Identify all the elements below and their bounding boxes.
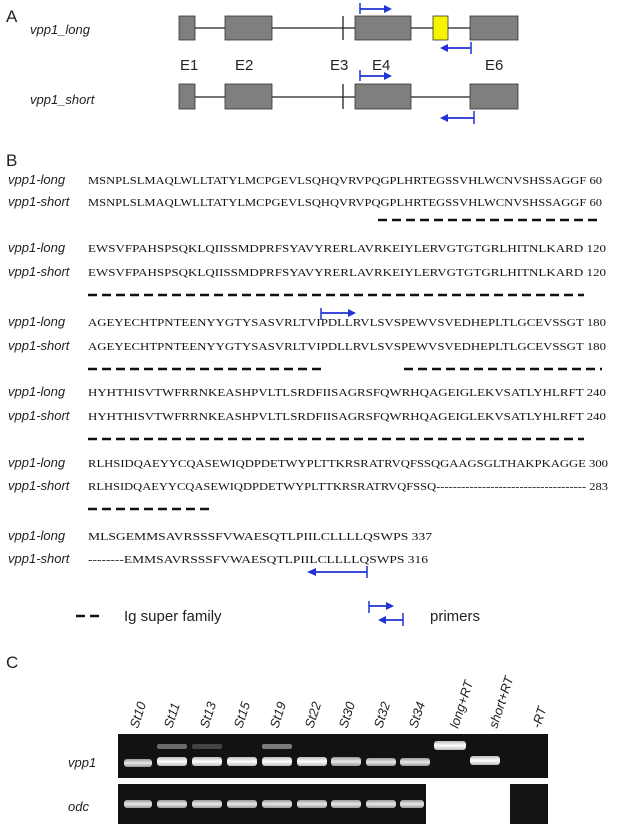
gene-name-short: vpp1_short — [30, 92, 96, 107]
exon-e6 — [469, 15, 519, 41]
exon-e4 — [354, 83, 412, 110]
band — [331, 800, 361, 808]
seq-line: HYHTHISVTWFRRNKEASHPVLTLSRDFIISAGRSFQWRH… — [88, 388, 606, 399]
legend-primers-label: primers — [430, 608, 480, 625]
lane-label: short+RT — [486, 673, 517, 730]
band — [470, 756, 500, 765]
band — [157, 800, 187, 808]
seq-name: vpp1-short — [8, 408, 71, 423]
exon-label: E4 — [372, 57, 390, 74]
forward-primer-icon — [320, 308, 356, 320]
forward-primer-icon — [359, 3, 392, 14]
seq-name: vpp1-short — [8, 551, 71, 566]
seq-line: EWSVFPAHSPSQKLQIISSMDPRFSYAVYRERLAVRKEIY… — [88, 268, 606, 279]
lane-label: St11 — [161, 701, 183, 730]
band — [366, 758, 396, 766]
lane-label: -RT — [529, 704, 550, 730]
seq-line: HYHTHISVTWFRRNKEASHPVLTLSRDFIISAGRSFQWRH… — [88, 412, 606, 423]
exon-e1 — [178, 15, 196, 41]
gene-model-long: vpp1_long — [30, 3, 519, 54]
legend-ig-label: Ig super family — [124, 608, 222, 625]
seq-name: vpp1-long — [8, 172, 66, 187]
exon-label: E1 — [180, 57, 198, 74]
band — [227, 757, 257, 766]
band — [124, 759, 152, 767]
seq-name: vpp1-long — [8, 384, 66, 399]
band-faint — [192, 744, 222, 749]
seq-name: vpp1-short — [8, 194, 71, 209]
seq-name: vpp1-long — [8, 455, 66, 470]
lane-label: St19 — [267, 700, 290, 730]
exon-label: E6 — [485, 57, 503, 74]
lane-label: St34 — [406, 700, 429, 730]
band — [400, 758, 430, 766]
seq-name: vpp1-short — [8, 338, 71, 353]
alignment: vpp1-long MSNPLSLMAQLWLLTATYLMCPGEVLSQHQ… — [8, 172, 608, 578]
seq-line: EWSVFPAHSPSQKLQIISSMDPRFSYAVYRERLAVRKEIY… — [88, 244, 606, 255]
lane-label: St30 — [336, 699, 359, 730]
band-faint — [157, 744, 187, 749]
primer-legend-icon — [368, 601, 404, 626]
seq-line: MLSGEMMSAVRSSSFVWAESQTLPIILCLLLLQSWPS 33… — [88, 532, 432, 543]
reverse-primer-icon — [440, 42, 472, 54]
seq-name: vpp1-long — [8, 314, 66, 329]
band — [192, 800, 222, 808]
band — [297, 800, 327, 808]
gel-vpp1 — [118, 734, 548, 778]
panel-a-label: A — [6, 7, 18, 26]
exon-label: E2 — [235, 57, 253, 74]
seq-line: RLHSIDQAEYYCQASEWIQDPDETWYPLTTKRSRATRVQF… — [88, 459, 608, 470]
seq-line: RLHSIDQAEYYCQASEWIQDPDETWYPLTTKRSRATRVQF… — [88, 482, 608, 493]
band — [262, 800, 292, 808]
lane-label: St13 — [197, 699, 220, 730]
exon-e5-alt — [432, 15, 449, 41]
seq-name: vpp1-short — [8, 478, 71, 493]
exon-label: E3 — [330, 57, 348, 74]
gene-model-short: vpp1_short — [30, 70, 519, 124]
band — [192, 757, 222, 766]
exon-e6 — [469, 83, 519, 110]
exon-e1 — [178, 83, 196, 110]
gel-row-label-odc: odc — [68, 799, 89, 814]
gene-name-long: vpp1_long — [30, 22, 91, 37]
seq-line: AGEYECHTPNTEENYYGTYSASVRLTVIPDLLRVLSVSPE… — [88, 318, 606, 329]
band — [227, 800, 257, 808]
lane-labels: St10 St11 St13 St15 St19 St22 St30 St32 … — [127, 673, 550, 730]
lane-label: St10 — [127, 699, 150, 730]
seq-line: MSNPLSLMAQLWLLTATYLMCPGEVLSQHQVRVPQGPLHR… — [88, 198, 602, 209]
band — [331, 757, 361, 766]
band — [124, 800, 152, 808]
legend: Ig super family primers — [76, 601, 480, 626]
panel-c-label: C — [6, 653, 18, 672]
gel-odc — [118, 784, 548, 824]
band — [366, 800, 396, 808]
exon-labels: E1 E2 E3 E4 E6 — [180, 57, 503, 74]
lane-label: long+RT — [447, 677, 477, 729]
seq-name: vpp1-short — [8, 264, 71, 279]
gel-background — [510, 784, 548, 824]
seq-line: MSNPLSLMAQLWLLTATYLMCPGEVLSQHQVRVPQGPLHR… — [88, 176, 602, 187]
lane-label: St32 — [371, 699, 394, 730]
band — [434, 741, 466, 750]
seq-name: vpp1-long — [8, 240, 66, 255]
band — [157, 757, 187, 766]
reverse-primer-icon — [440, 111, 475, 124]
seq-line: --------EMMSAVRSSSFVWAESQTLPIILCLLLLQSWP… — [88, 555, 428, 566]
lane-label: St22 — [302, 699, 325, 730]
band — [262, 757, 292, 766]
gel-row-label-vpp1: vpp1 — [68, 755, 96, 770]
band-faint — [262, 744, 292, 749]
exon-e2 — [224, 83, 273, 110]
seq-name: vpp1-long — [8, 528, 66, 543]
panel-b-label: B — [6, 151, 17, 170]
reverse-primer-icon — [307, 566, 368, 578]
band — [297, 757, 327, 766]
seq-line: AGEYECHTPNTEENYYGTYSASVRLTVIPDLLRVLSVSPE… — [88, 342, 606, 353]
forward-primer-icon — [359, 70, 392, 81]
lane-label: St15 — [231, 699, 254, 730]
exon-e2 — [224, 15, 273, 41]
exon-e4 — [354, 15, 412, 41]
band — [400, 800, 424, 808]
